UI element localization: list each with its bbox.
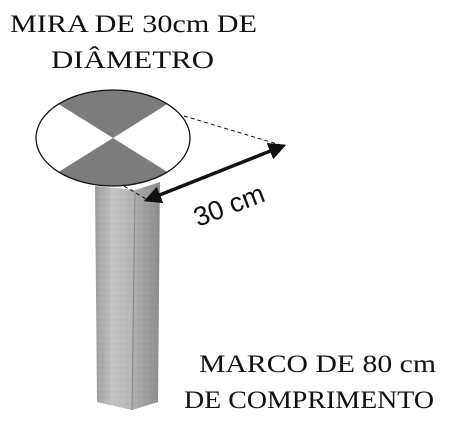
projection-line-bottom: [123, 185, 147, 200]
dimension-arrow: [143, 143, 287, 203]
concrete-post: [95, 182, 160, 411]
dimension-label: 30 cm: [189, 178, 268, 232]
target-title-line1: MIRA DE 30cm DE: [10, 11, 257, 38]
post-side-texture: [132, 182, 160, 410]
post-caption-line2: DE COMPRIMENTO: [184, 387, 434, 414]
target-disc: [35, 89, 191, 187]
post-front-texture: [95, 186, 135, 410]
projection-lines: [123, 115, 285, 200]
post-caption-line1: MARCO DE 80 cm: [199, 351, 437, 378]
post-edge: [131, 189, 136, 411]
projection-line-top: [183, 115, 285, 147]
target-title-line2: DIÂMETRO: [51, 46, 214, 74]
target-outline: [35, 89, 191, 187]
